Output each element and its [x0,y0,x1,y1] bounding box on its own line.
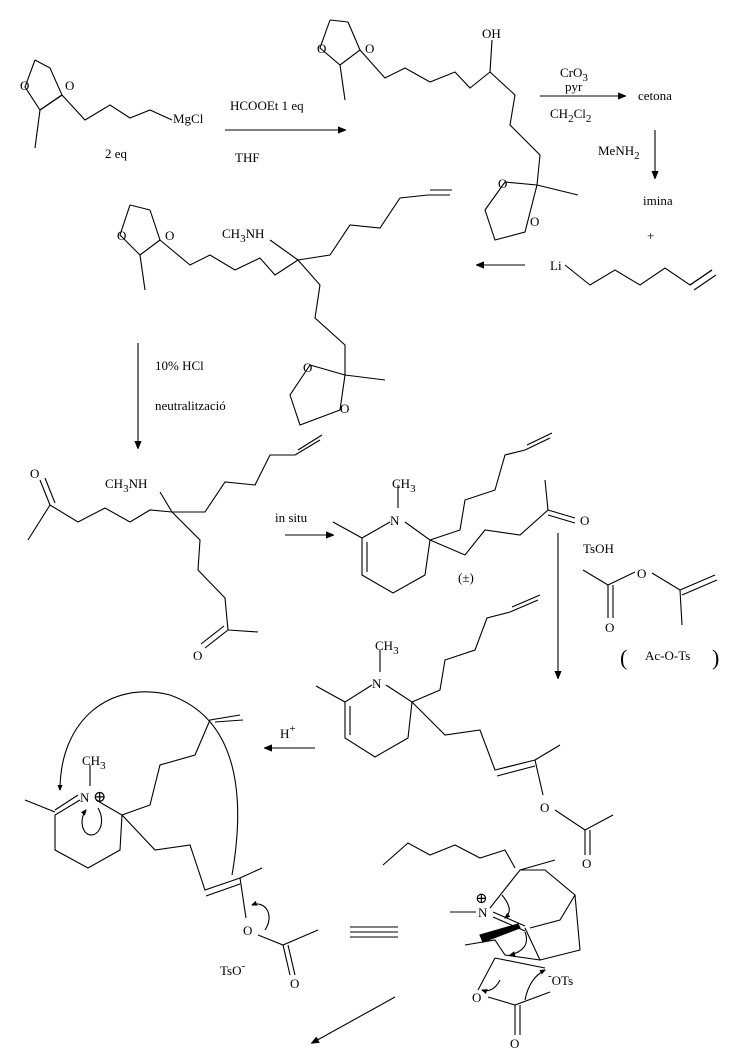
atom-o: O [365,41,374,56]
label-h-plus: H+ [280,723,296,741]
label-cetona: cetona [638,88,672,103]
tetrahydropyridine: N CH3 O (±) [332,432,589,594]
alkyllithium: Li [550,258,717,291]
arrow-in-situ: in situ [275,510,333,535]
reagent-tsoh: TsOH [583,541,614,556]
label-imina: imina [643,193,673,208]
chair-conformation: N ⊕ O O -OTs [382,842,581,1051]
atom-o: O [317,41,326,56]
label-plus: + [647,228,654,243]
reagent-pyr: pyr [565,79,583,94]
atom-o: O [605,620,614,635]
atom-n: N [390,513,400,528]
label-ch3nh: CH3NH [105,476,147,495]
reagent-hcl: 10% HCl [155,358,204,373]
reagent-hcooet: HCOOEt 1 eq [230,98,304,113]
atom-o: O [243,923,252,938]
label-in-situ: in situ [275,510,308,525]
arrow-protonation: H+ [265,723,315,748]
paren-open: ( [620,645,627,670]
grignard-reagent: O O MgCl 2 eq [20,59,204,161]
atom-oh: OH [482,26,501,41]
label-racemic: (±) [458,570,474,585]
atom-n: N [478,905,488,920]
atom-o: O [580,513,589,528]
label-ch3: CH3 [392,476,416,495]
label-ch3: CH3 [375,638,399,657]
atom-n: N [372,676,382,691]
atom-o: O [530,214,539,229]
paren-close: ) [712,645,719,670]
atom-mgcl: MgCl [173,111,204,126]
arrow-step1: HCOOEt 1 eq THF [225,98,345,165]
atom-o: O [498,176,507,191]
arrow-hydrolysis: 10% HCl neutralització [138,343,226,448]
atom-o: O [30,466,39,481]
reagent-cro3: CrO3 [560,65,588,84]
charge-plus: ⊕ [93,789,106,806]
alcohol-intermediate: O O OH O O [317,19,579,241]
iminium-ion: N ⊕ CH3 O O TsO- [24,691,319,991]
charge-plus: ⊕ [475,891,488,907]
solvent-ch2cl2: CH2Cl2 [550,106,591,125]
label-ac-o-ts: Ac-O-Ts [645,648,690,663]
atom-o: O [540,800,549,815]
atom-o: O [582,856,591,871]
atom-n: N [80,790,90,805]
atom-o: O [340,401,349,416]
diketone-amine: O CH3NH O [27,434,323,663]
enol-acetate: N CH3 O O [315,594,614,871]
reagent-eq: 2 eq [105,146,128,161]
atom-o: O [20,78,29,93]
atom-o: O [510,1036,519,1051]
label-ch3: CH3 [82,753,106,772]
atom-o: O [65,78,74,93]
arrow-oxidation: CrO3 pyr CH2Cl2 cetona [540,65,672,125]
atom-o: O [290,976,299,991]
atom-o: O [472,990,481,1005]
label-tso-minus: TsO- [220,960,245,978]
label-neutralitzacio: neutralització [155,398,226,413]
arrow-enol-acetate: TsOH O O ( Ac-O-Ts ) [558,533,719,678]
atom-o: O [165,228,174,243]
equivalence-sign [350,926,398,938]
arrow-imine: MeNH2 imina + [598,130,673,243]
label-ots-minus: -OTs [548,970,573,988]
amine-diacetal: O O CH3NH O O [117,189,452,426]
atom-o: O [193,648,202,663]
atom-o: O [117,228,126,243]
label-ch3nh: CH3NH [222,226,264,245]
solvent-thf: THF [235,150,260,165]
arrow-final [312,996,396,1043]
atom-o: O [637,566,646,581]
reagent-menh2: MeNH2 [598,143,640,162]
atom-li: Li [550,258,562,273]
atom-o: O [303,360,312,375]
